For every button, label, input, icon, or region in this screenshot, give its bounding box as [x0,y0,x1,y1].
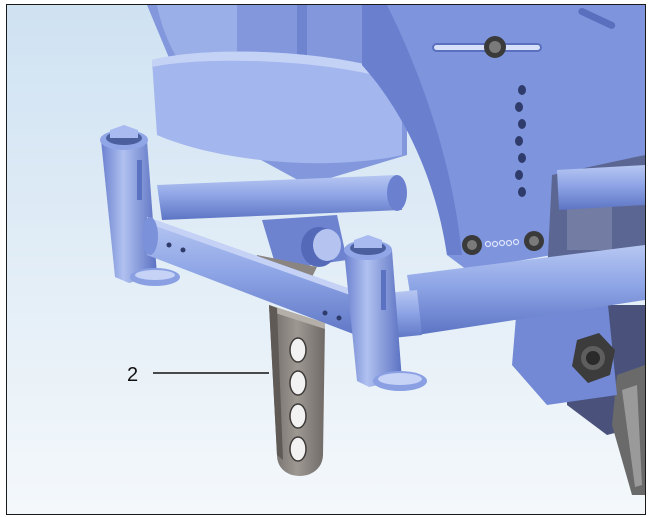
upper-housing [147,5,407,185]
left-socket [100,125,180,286]
adjustment-holes [515,85,526,197]
center-bracket [255,215,347,277]
machine-illustration: 2 [7,5,645,514]
side-plate [362,5,645,270]
callout-label: 2 [127,364,138,386]
right-tube [407,165,645,335]
adjustment-bracket [269,305,325,476]
figure-frame: 2 [6,4,646,515]
front-frame-bar [142,217,369,340]
right-socket [344,235,427,391]
rear-crossbar [157,175,407,220]
